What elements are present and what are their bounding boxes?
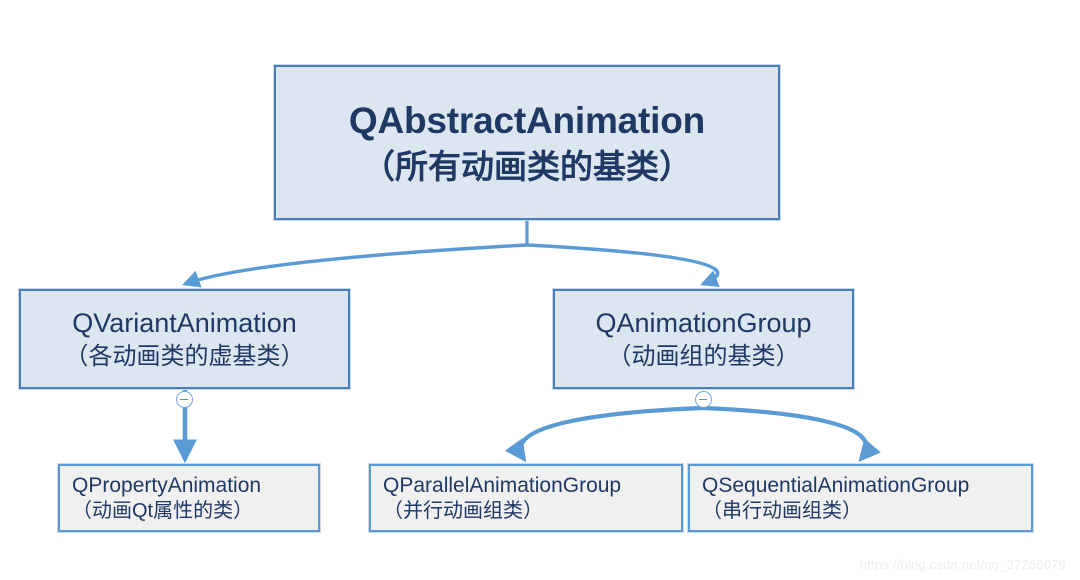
collapse-minus-icon-variant[interactable] [176, 391, 193, 408]
node-qabstractanimation[interactable]: QAbstractAnimation （所有动画类的基类） [274, 65, 780, 220]
edge-group-to-parallel [504, 405, 704, 463]
node-subtitle: （动画组的基类） [607, 342, 800, 370]
node-title: QAnimationGroup [595, 307, 812, 338]
node-subtitle: （并行动画组类） [383, 500, 543, 523]
collapse-minus-icon-group[interactable] [695, 391, 712, 408]
node-subtitle: （所有动画类的基类） [362, 147, 692, 185]
node-qsequentialanimationgroup[interactable]: QSequentialAnimationGroup （串行动画组类） [688, 464, 1033, 532]
node-subtitle: （串行动画组类） [702, 500, 862, 523]
node-subtitle: （动画Qt属性的类） [72, 500, 254, 523]
node-title: QPropertyAnimation [72, 473, 262, 497]
node-qparallelanimationgroup[interactable]: QParallelAnimationGroup （并行动画组类） [369, 464, 683, 532]
edge-root-to-group [526, 243, 720, 288]
node-qpropertyanimation[interactable]: QPropertyAnimation （动画Qt属性的类） [58, 464, 320, 532]
node-title: QSequentialAnimationGroup [702, 473, 970, 497]
node-qvariantanimation[interactable]: QVariantAnimation （各动画类的虚基类） [19, 289, 350, 389]
edge-group-to-sequential [702, 405, 881, 462]
node-title: QVariantAnimation [72, 307, 297, 338]
node-qanimationgroup[interactable]: QAnimationGroup （动画组的基类） [553, 289, 854, 389]
watermark-text: https://blog.csdn.net/qq_37266079 [859, 557, 1066, 572]
node-title: QParallelAnimationGroup [383, 473, 622, 497]
node-subtitle: （各动画类的虚基类） [64, 342, 305, 370]
node-title: QAbstractAnimation [348, 99, 706, 141]
edge-root-to-variant [182, 243, 528, 288]
